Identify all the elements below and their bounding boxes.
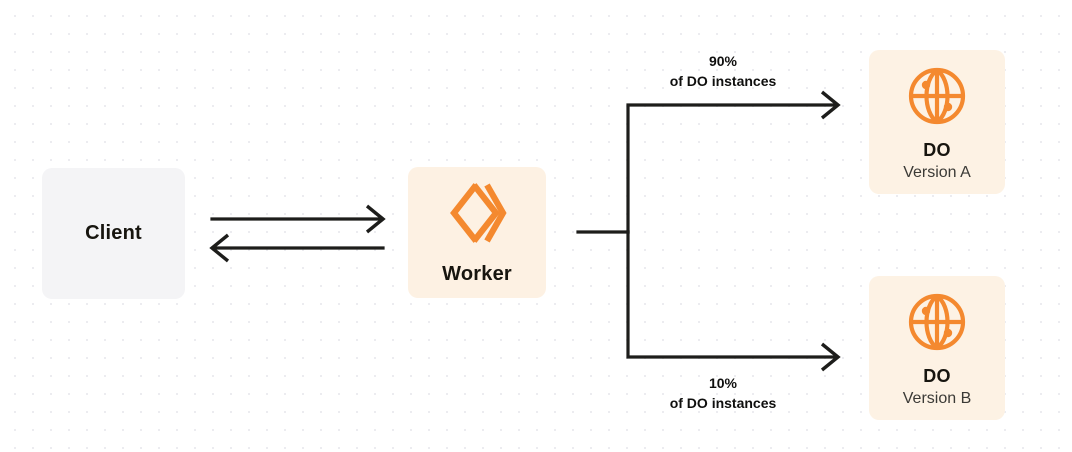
node-worker: Worker: [408, 167, 546, 298]
node-do-version-b: DO Version B: [869, 276, 1005, 420]
node-do-a-title: DO: [923, 140, 951, 160]
edge-line: [626, 103, 838, 234]
edge-worker-to-do-a: [626, 90, 841, 234]
arrow-right-icon: [820, 342, 841, 372]
globe-icon: [907, 292, 967, 352]
arrow-left-icon: [209, 233, 230, 263]
arrow-right-icon: [365, 204, 386, 234]
edge-worker-to-client: [209, 233, 385, 263]
edge-label-do-b-caption: of DO instances: [669, 395, 777, 411]
node-do-b-subtitle: Version B: [902, 390, 972, 407]
cloudflare-workers-icon: [446, 179, 508, 247]
edge-label-do-b: 10% of DO instances: [640, 373, 806, 413]
edge-worker-to-do-b: [626, 230, 841, 372]
node-do-b-title: DO: [923, 366, 951, 386]
edge-client-to-worker: [210, 204, 386, 234]
node-do-a-subtitle: Version A: [903, 164, 971, 181]
edge-line: [626, 230, 838, 359]
globe-icon: [907, 66, 967, 126]
edge-label-do-b-percent: 10%: [708, 375, 738, 391]
arrow-right-icon: [820, 90, 841, 120]
edge-label-do-a-caption: of DO instances: [669, 73, 777, 89]
edge-label-do-a-percent: 90%: [708, 53, 738, 69]
node-client: Client: [42, 168, 185, 299]
edge-label-do-a: 90% of DO instances: [640, 51, 806, 91]
node-client-label: Client: [85, 222, 142, 244]
node-worker-label: Worker: [442, 263, 512, 285]
node-do-version-a: DO Version A: [869, 50, 1005, 194]
